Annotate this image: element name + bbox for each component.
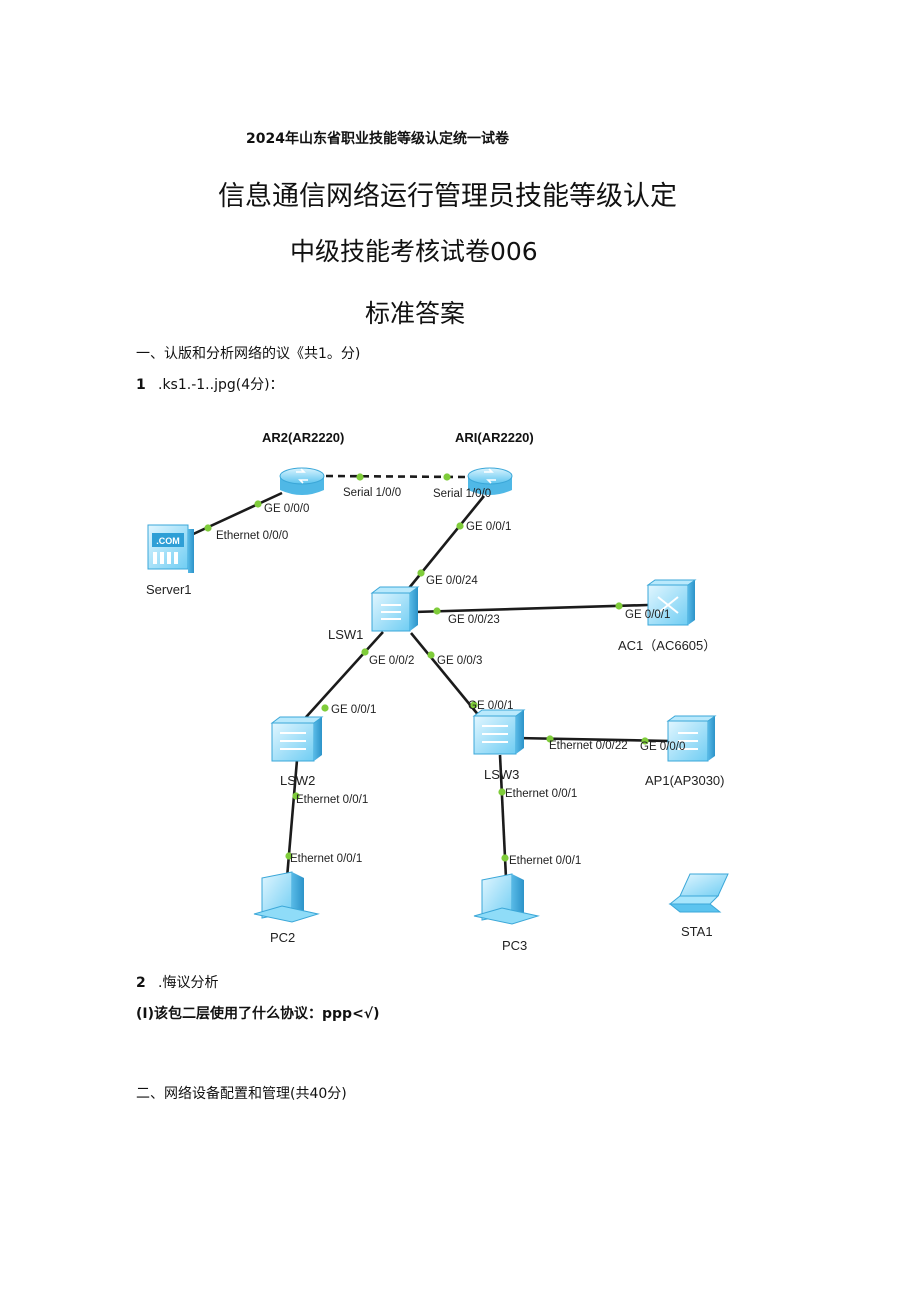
port-label-server-eth: Ethernet 0/0/0	[216, 530, 288, 542]
network-topology-diagram: .COM	[146, 430, 729, 953]
port-dot	[285, 852, 293, 860]
port-dot	[321, 704, 329, 712]
question-2-answer: (I)该包二层使用了什么协议：ppp<√)	[136, 1006, 380, 1022]
router-ar2-icon	[279, 467, 325, 495]
link-lsw1-lsw3	[409, 632, 482, 718]
port-label-lsw3-eth22: Ethernet 0/0/22	[549, 740, 628, 752]
sta1-laptop-icon	[668, 873, 729, 913]
server1-icon: .COM	[147, 524, 194, 573]
switch-lsw3-icon	[472, 709, 526, 755]
port-label-lsw1-ge23: GE 0/0/23	[448, 614, 500, 626]
label-ar2: AR2(AR2220)	[262, 430, 344, 445]
port-dot	[456, 522, 464, 530]
question-1-text: .ks1.-1..jpg(4分)：	[158, 377, 284, 393]
port-dot	[361, 648, 369, 656]
pc3-icon	[473, 873, 540, 925]
label-ap1: AP1(AP3030)	[645, 773, 725, 788]
link-lsw1-ac1	[413, 603, 649, 614]
question-1-number: 1	[136, 377, 146, 393]
question-2-number: 2	[136, 975, 146, 991]
port-dot	[498, 788, 506, 796]
question-2: 2 .悔议分析	[136, 972, 218, 992]
port-dot	[501, 854, 509, 862]
port-label-ar1-ge: GE 0/0/1	[466, 521, 511, 533]
ac1-icon	[646, 579, 697, 626]
port-label-pc2-eth: Ethernet 0/0/1	[290, 853, 362, 865]
port-label-ar2-serial: Serial 1/0/0	[343, 487, 401, 499]
server-screen-text: .COM	[156, 536, 180, 546]
port-label-lsw2-eth: Ethernet 0/0/1	[296, 794, 368, 806]
port-dot	[204, 524, 212, 532]
port-dot	[433, 607, 441, 615]
port-label-lsw1-ge2: GE 0/0/2	[369, 655, 414, 667]
label-lsw1: LSW1	[328, 627, 363, 642]
section-1-heading: 一、认版和分析网络的议《共1。分)	[136, 346, 361, 362]
port-dot	[292, 792, 300, 800]
port-dot	[470, 701, 478, 709]
exam-header: 2024年山东省职业技能等级认定统一试卷	[246, 131, 509, 147]
port-dot	[427, 651, 435, 659]
port-dot	[641, 737, 649, 745]
switch-lsw1-icon	[370, 586, 420, 632]
link-ar1-lsw1	[403, 495, 486, 594]
port-label-pc3-eth: Ethernet 0/0/1	[509, 855, 581, 867]
port-label-lsw1-ge3: GE 0/0/3	[437, 655, 482, 667]
title-line-2: 中级技能考核试卷006	[290, 237, 538, 266]
label-ar1: ARI(AR2220)	[455, 430, 534, 445]
port-label-ar2-ge: GE 0/0/0	[264, 503, 309, 515]
port-dot	[417, 569, 425, 577]
title-line-1: 信息通信网络运行管理员技能等级认定	[218, 181, 677, 212]
question-1: 1 .ks1.-1..jpg(4分)：	[136, 374, 284, 394]
port-dot	[546, 735, 554, 743]
label-server1: Server1	[146, 582, 192, 597]
port-dot	[443, 473, 451, 481]
router-ar1-icon	[467, 467, 513, 495]
port-label-lsw3-ge: GE 0/0/1	[468, 700, 513, 712]
title-line-3: 标准答案	[365, 299, 466, 328]
label-sta1: STA1	[681, 924, 713, 939]
question-2-text: .悔议分析	[158, 975, 219, 991]
port-label-ac1-ge: GE 0/0/1	[625, 609, 670, 621]
label-pc2: PC2	[270, 930, 295, 945]
port-label-ap1-ge: GE 0/0/0	[640, 741, 685, 753]
pc2-icon	[253, 871, 320, 923]
label-lsw3: LSW3	[484, 767, 519, 782]
switch-lsw2-icon	[270, 716, 324, 762]
label-ac1: AC1（AC6605）	[618, 638, 716, 653]
section-2-heading: 二、网络设备配置和管理(共40分)	[136, 1086, 347, 1102]
port-dot	[615, 602, 623, 610]
port-label-lsw1-ge24: GE 0/0/24	[426, 575, 478, 587]
ap1-icon	[666, 715, 717, 762]
link-lsw1-lsw2	[297, 631, 384, 727]
label-pc3: PC3	[502, 938, 527, 953]
port-label-lsw2-ge: GE 0/0/1	[331, 704, 376, 716]
port-label-lsw3-eth: Ethernet 0/0/1	[505, 788, 577, 800]
port-label-ar1-serial: Serial 1/0/0	[433, 488, 491, 500]
port-dot	[254, 500, 262, 508]
port-dots	[204, 473, 649, 862]
port-dot	[356, 473, 364, 481]
label-lsw2: LSW2	[280, 773, 315, 788]
